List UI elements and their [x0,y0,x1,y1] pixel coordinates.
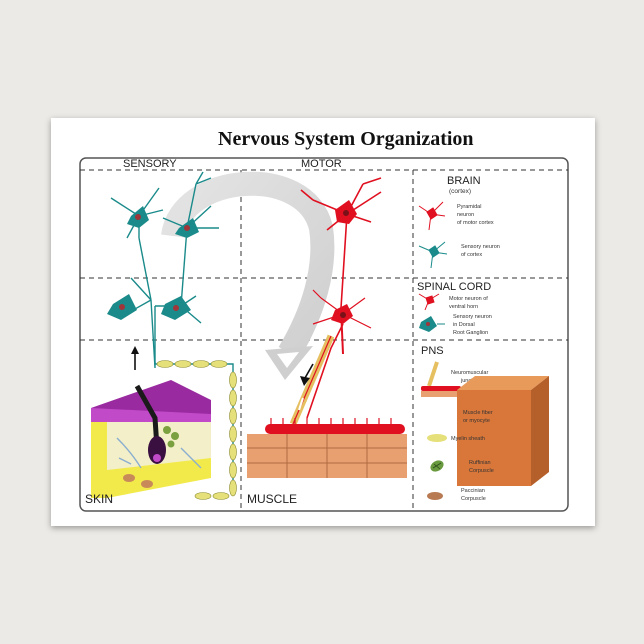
ruffinian-corpuscle-icon [430,460,444,472]
motor-down-arrow [300,363,314,386]
legend-ruffinian-line-1: Ruffinian [469,460,491,466]
muscle-label: MUSCLE [247,492,297,506]
legend-paccinian-line-1: Paccinian [461,488,485,494]
paccinian-corpuscle-icon [427,492,443,500]
legend-sensory-cortex-line-2: of cortex [461,252,482,258]
legend-ventral-horn-line-1: Motor neuron of [449,296,488,302]
legend-nmj-line-1: Neuromuscular [451,370,488,376]
sensory-up-arrow [131,346,139,370]
skin-cross-section [91,380,211,498]
legend-pyramidal-line-2: neuron [457,212,474,218]
legend-ventral-horn-line-2: ventral horn [449,304,478,310]
legend-muscle-fiber-line-2: or myocyte [463,418,490,424]
legend-brain-heading: BRAIN [447,175,481,187]
legend-drg-line-2: in Dorsal [453,322,475,328]
motor-header: MOTOR [301,158,342,170]
legend-pyramidal-line-3: of motor cortex [457,220,494,226]
legend-myelin-line-1: Myelin sheath [451,436,485,442]
ventral-horn-motor-neuron [306,289,372,419]
nervous-system-diagram: Nervous System Organization SENSORY MOTO… [79,128,569,512]
myelin-sheath-icon [427,434,447,442]
sensory-header: SENSORY [123,158,177,170]
motor-cortex-neuron [300,177,382,355]
motor-axon-myelin [289,334,335,426]
feedback-arc-arrow [161,171,335,380]
legend-pyramidal-line-1: Pyramidal [457,204,481,210]
sensory-myelin-sheath [156,360,237,500]
legend-muscle-fiber-line-1: Muscle fiber [463,410,493,416]
page-title: Nervous System Organization [218,128,474,150]
legend-brain-subheading: (cortex) [449,188,471,195]
sensory-somas [107,206,199,320]
legend-drg-line-1: Sensory neuron [453,314,492,320]
legend-ruffinian-line-2: Corpuscle [469,468,494,474]
neuromuscular-junction-icon [421,361,461,397]
pyramidal-neuron-icon [418,201,446,231]
neuromuscular-junction [265,418,405,434]
muscle-fiber-icon [457,376,549,486]
diagram-card: Nervous System Organization SENSORY MOTO… [51,118,595,526]
legend-pns-heading: PNS [421,345,444,357]
ventral-horn-motor-neuron-icon [418,293,440,311]
legend-drg-line-3: Root Ganglion [453,330,488,336]
legend-sensory-cortex-line-1: Sensory neuron [461,244,500,250]
sensory-neuron-cortex-icon [418,241,448,269]
legend-paccinian-line-2: Corpuscle [461,496,486,502]
diagram-frame [79,157,569,512]
dorsal-root-ganglion-neuron-icon [419,316,445,332]
muscle-tissue [247,434,407,478]
legend-spinal-heading: SPINAL CORD [417,281,491,293]
skin-label: SKIN [85,492,113,506]
